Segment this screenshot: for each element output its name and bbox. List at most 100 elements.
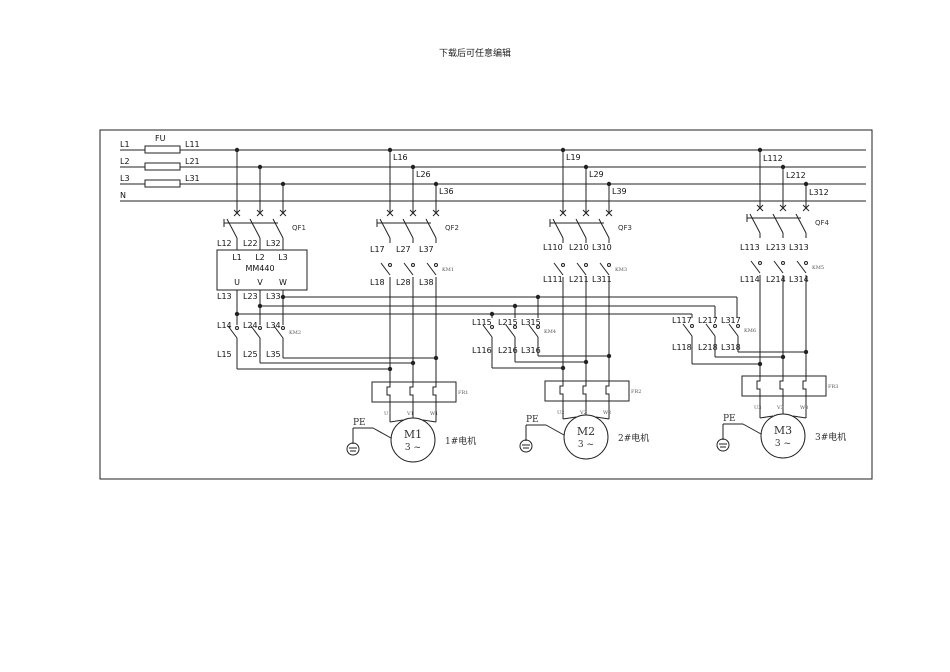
breaker-x (279, 209, 287, 217)
junction-dot (757, 361, 763, 367)
contact-head (434, 263, 438, 267)
tap-label: L212 (786, 171, 806, 180)
contactor-label: KM2 (289, 330, 301, 336)
motor-phase: 3 ~ (405, 443, 421, 453)
motor-phase: 3 ~ (775, 439, 791, 449)
contactor-label: KM5 (812, 265, 824, 271)
wire (389, 419, 404, 423)
wire-label: L313 (789, 243, 809, 252)
contact-head (781, 261, 785, 265)
wire-label: L217 (698, 316, 718, 325)
junction-dot (803, 349, 809, 355)
contactor-contact (728, 323, 739, 337)
motor-phase: 3 ~ (578, 440, 594, 450)
fuse (144, 162, 181, 171)
thermal-relay-box (741, 375, 827, 397)
pe-label: PE (723, 414, 736, 424)
contactor-contact (553, 262, 564, 276)
pe-wire (742, 423, 762, 435)
contactor-contact (380, 262, 391, 276)
contact-head (561, 263, 565, 267)
breaker-contact (552, 218, 564, 239)
motor-symbol (563, 414, 609, 460)
wire-label: L28 (396, 278, 411, 287)
terminal-label: U1 (384, 411, 391, 417)
breaker-x (432, 209, 440, 217)
wire-label: L311 (592, 275, 612, 284)
breaker-contact (795, 213, 807, 234)
breaker-contact (402, 218, 414, 239)
fuse (144, 145, 181, 154)
wire-label: L38 (419, 278, 434, 287)
tap-label: L19 (566, 153, 581, 162)
thermal-element (386, 382, 391, 402)
contact-head (281, 326, 285, 330)
junction-dot (560, 365, 566, 371)
breaker-x (409, 209, 417, 217)
contactor-contact (705, 323, 716, 337)
motor-caption: 1#电机 (445, 435, 476, 447)
wire-label: L218 (698, 343, 718, 352)
tap-label: L39 (612, 187, 627, 196)
vfd-input-label: L2 (255, 253, 265, 262)
wire (562, 416, 577, 420)
wire-label: L32 (266, 239, 281, 248)
contact-head (411, 263, 415, 267)
wire-label: L216 (498, 346, 518, 355)
wire-label: L310 (592, 243, 612, 252)
contactor-contact (227, 325, 238, 339)
wire-label: L33 (266, 292, 281, 301)
contact-head (713, 324, 717, 328)
terminal-label: U3 (754, 405, 761, 411)
wire-label: L27 (396, 245, 411, 254)
tap-label: L36 (439, 187, 454, 196)
ground-icon (716, 438, 730, 452)
motor-name: M1 (404, 428, 422, 441)
contactor-contact (482, 324, 493, 338)
contactor-contact (682, 323, 693, 337)
contact-head (804, 261, 808, 265)
contactor-contact (576, 262, 587, 276)
contactor-label: KM3 (615, 267, 627, 273)
wire-label: L318 (721, 343, 741, 352)
thermal-relay-box (371, 381, 457, 403)
wire (595, 416, 610, 420)
breaker-contact (272, 218, 284, 239)
terminal-label: V2 (579, 410, 587, 416)
breaker-x (233, 209, 241, 217)
vfd-output-label: V (257, 278, 263, 287)
contact-head (235, 326, 239, 330)
wire-label: L116 (472, 346, 492, 355)
breaker-x (605, 209, 613, 217)
wire-label: L110 (543, 243, 563, 252)
thermal-element (802, 376, 807, 396)
terminal-label: V3 (776, 405, 784, 411)
wire-label: L118 (672, 343, 692, 352)
ground-icon (346, 442, 360, 456)
contact-head (258, 326, 262, 330)
breaker-contact (598, 218, 610, 239)
breaker-x (779, 204, 787, 212)
thermal-relay-box (544, 380, 630, 402)
motor-caption: 2#电机 (618, 432, 649, 444)
wire-label: L210 (569, 243, 589, 252)
contact-head (758, 261, 762, 265)
breaker-x (386, 209, 394, 217)
drawing-frame (99, 129, 873, 480)
breaker-x (256, 209, 264, 217)
wire-label: L315 (521, 318, 541, 327)
vfd-input-label: L1 (232, 253, 242, 262)
thermal-element (582, 381, 587, 401)
thermal-relay-label: FR3 (828, 384, 838, 390)
breaker-x (802, 204, 810, 212)
breaker-contact (772, 213, 784, 234)
breaker-contact (249, 218, 261, 239)
wire-label: L37 (419, 245, 434, 254)
wire-label: L17 (370, 245, 385, 254)
motor-symbol (390, 417, 436, 463)
vfd-output-label: U (234, 278, 240, 287)
contactor-contact (528, 324, 539, 338)
wire (422, 419, 437, 423)
pe-wire (545, 424, 565, 436)
wire-label: L316 (521, 346, 541, 355)
